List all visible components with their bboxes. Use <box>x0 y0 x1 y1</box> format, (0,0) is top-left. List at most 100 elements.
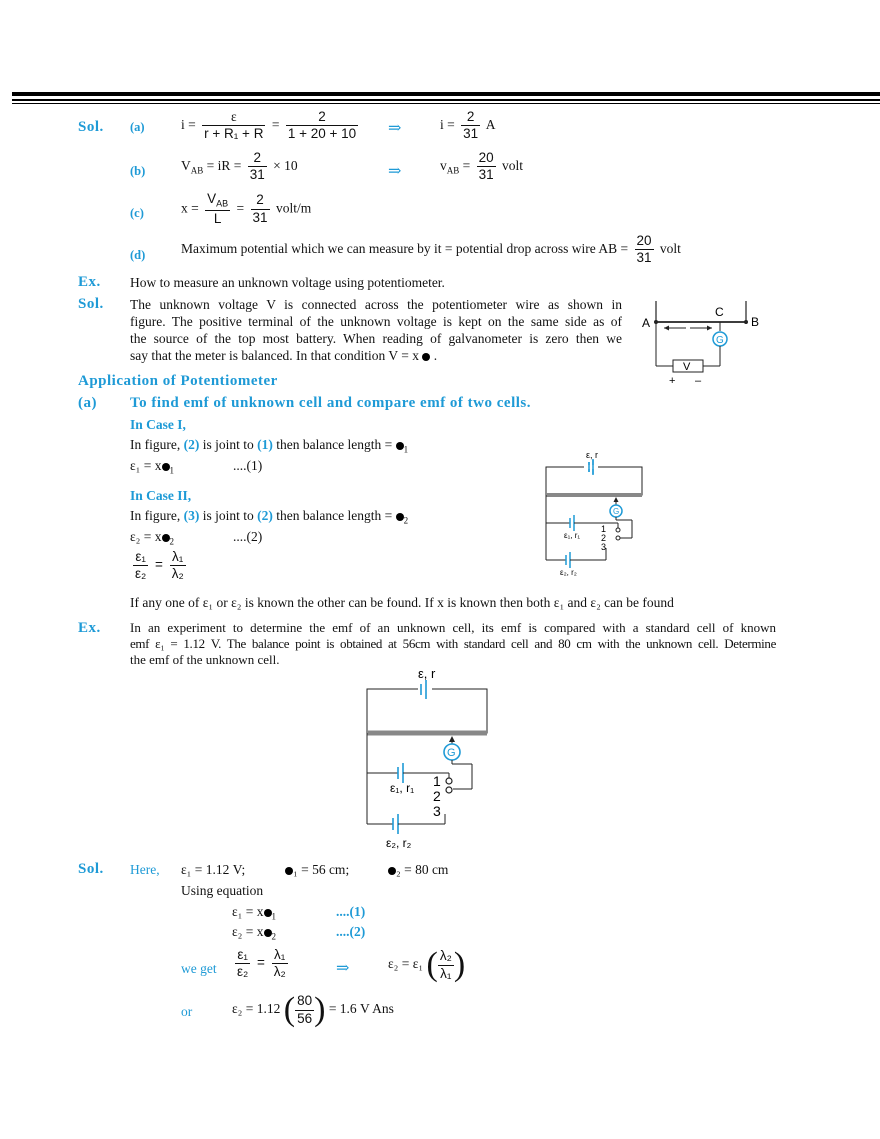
header-rule-thin-2 <box>12 103 880 104</box>
or-label: or <box>181 1004 193 1019</box>
text: ε₂ = x <box>232 924 264 939</box>
frac-num: 20 <box>476 150 496 168</box>
sol-label: Sol. <box>78 861 104 877</box>
fig-label: G <box>716 335 724 346</box>
lambda-dot-icon <box>285 866 293 875</box>
frac-den: λ₁ <box>440 965 452 981</box>
text: ε₁ = x <box>232 904 264 919</box>
sol-label: Sol. <box>78 119 104 135</box>
frac-den: 31 <box>252 209 268 225</box>
fig-label: ε, r <box>418 666 436 681</box>
example-2-question: In an experiment to determine the emf of… <box>130 620 776 668</box>
text: volt/m <box>275 200 312 216</box>
lambda-dot-icon <box>161 462 170 471</box>
frac-den: λ₂ <box>171 566 184 582</box>
frac-den: 31 <box>249 167 265 183</box>
text: ε₂ = 1.12 <box>232 1001 281 1017</box>
text: ₂ = 80 cm <box>396 862 449 877</box>
sol-label: Sol. <box>78 296 104 312</box>
fig-label: ε₂, r₂ <box>560 568 577 577</box>
part-b-tag: (b) <box>130 164 146 178</box>
frac-num: 2 <box>461 109 481 127</box>
text: = <box>459 157 471 173</box>
frac-num: ε₁ <box>235 947 251 965</box>
text: ε₂ = x <box>130 529 162 544</box>
text: v <box>440 157 447 173</box>
text: say that the meter is balanced. In that … <box>130 348 420 363</box>
example-label: Ex. <box>78 620 101 636</box>
point-ref: (3) <box>183 508 200 523</box>
text: = <box>271 116 280 132</box>
fig-label: A <box>642 316 650 330</box>
implies-arrow: ⇒ <box>388 120 402 137</box>
text: ....(1) <box>233 458 263 473</box>
lambda-dot-icon <box>161 533 170 542</box>
fig-label: 2 <box>433 788 441 804</box>
here-label: Here, <box>130 862 160 877</box>
lambda-dot-icon <box>422 352 431 361</box>
text: i = <box>181 116 196 132</box>
implies-arrow: ⇒ <box>388 163 402 180</box>
text: ε₁ = x <box>130 458 162 473</box>
equation-ref: ....(2) <box>336 924 366 939</box>
header-rule-thick <box>12 92 880 96</box>
text: volt <box>659 240 681 256</box>
text: i = <box>440 116 455 132</box>
point-ref: (2) <box>183 437 200 452</box>
frac-num: λ₂ <box>437 949 454 966</box>
text: V <box>181 157 191 173</box>
part-d-statement: Maximum potential which we can measure b… <box>181 233 681 265</box>
text: Maximum potential which we can measure b… <box>181 240 629 256</box>
subsection-title: To find emf of unknown cell and compare … <box>130 395 531 411</box>
frac-num: 80 <box>295 994 315 1011</box>
frac-num: V <box>207 191 217 206</box>
frac-num: 20 <box>634 233 654 251</box>
header-rule-thin <box>12 99 880 101</box>
frac-den: ε₂ <box>135 566 147 582</box>
frac-den: 56 <box>297 1010 313 1026</box>
text: volt <box>502 157 524 173</box>
two-cell-circuit-figure-small: ε, r G ε₁, r₁ ε₂, r₂ 1 2 3 <box>545 450 643 577</box>
fig-label: C <box>715 305 724 319</box>
fig-label: G <box>447 747 456 759</box>
frac-den: λ₂ <box>273 964 286 980</box>
frac-den: r + R₁ + R <box>204 126 264 142</box>
point-ref: (2) <box>257 508 273 523</box>
fig-label: + <box>669 375 675 387</box>
para-line-last: say that the meter is balanced. In that … <box>130 348 438 363</box>
sol2-paragraph: The unknown voltage V is connected acros… <box>130 296 622 364</box>
given-length-2: ₂ = 80 cm <box>388 862 448 878</box>
fig-label: 3 <box>433 803 441 819</box>
frac-den: 1 + 20 + 10 <box>287 126 357 142</box>
frac-num: ε₁ <box>133 549 149 567</box>
fig-label: 1 <box>601 524 606 534</box>
point-ref: (1) <box>257 437 273 452</box>
para-line: In an experiment to determine the emf of… <box>130 620 776 635</box>
subscript: AB <box>446 165 460 176</box>
using-equation: Using equation <box>181 883 264 898</box>
lambda-dot-icon <box>395 441 404 450</box>
case-2-statement: In figure, (3) is joint to (2) then bala… <box>130 508 409 526</box>
given-length-1: ₁ = 56 cm; <box>285 862 349 878</box>
text: is joint to <box>199 437 258 452</box>
text: = 1.6 V Ans <box>328 1001 394 1017</box>
implies-arrow: ⇒ <box>336 960 350 977</box>
text: is joint to <box>199 508 258 523</box>
fig-label: G <box>613 507 619 516</box>
part-a-tag: (a) <box>130 120 145 134</box>
fig-label: ε, r <box>586 450 598 460</box>
fig-label: ε₁, r₁ <box>564 531 580 540</box>
potentiometer-voltmeter-figure: A B C G V + – <box>642 301 759 387</box>
lambda-dot-icon <box>263 928 272 937</box>
text: A <box>485 116 496 132</box>
text: In figure, <box>130 437 184 452</box>
lambda-dot-icon <box>395 512 404 521</box>
